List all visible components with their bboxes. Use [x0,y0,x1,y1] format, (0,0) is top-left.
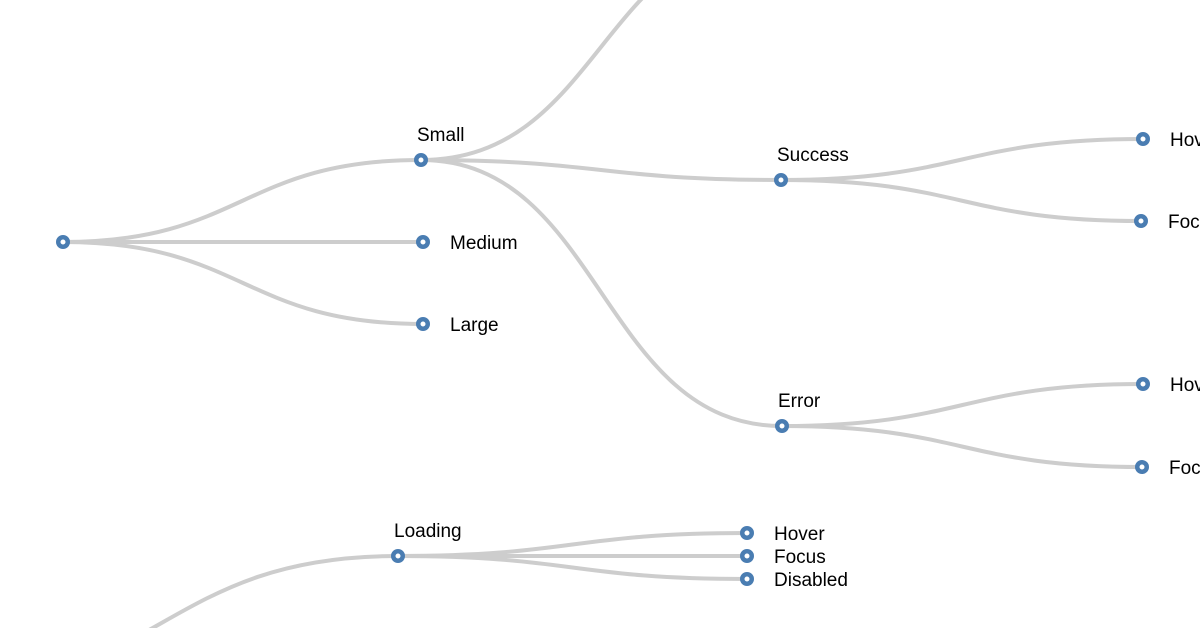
tree-node-loading-disabled[interactable] [740,572,754,586]
tree-node-label-success: Success [777,145,849,166]
tree-node-success[interactable] [774,173,788,187]
tree-link-loading-loading-disabled [397,554,748,581]
tree-node-success-focus[interactable] [1134,214,1148,228]
tree-link-error-error-hover [781,382,1144,428]
tree-node-label-error-focus: Focus [1169,458,1200,479]
tree-node-label-small: Small [417,125,465,146]
tree-node-loading-focus[interactable] [740,549,754,563]
tree-node-loading[interactable] [391,549,405,563]
tree-node-label-loading: Loading [394,521,462,542]
tree-node-error-hover[interactable] [1136,377,1150,391]
tree-link-success-success-hover [780,137,1144,182]
tree-node-medium[interactable] [416,235,430,249]
tree-node-label-success-hover: Hover [1170,130,1200,151]
tree-link-small-success [420,158,782,182]
tree-node-label-success-focus: Focus [1168,212,1200,233]
tree-node-loading-hover[interactable] [740,526,754,540]
tree-node-large[interactable] [416,317,430,331]
tree-node-label-error-hover: Hover [1170,375,1200,396]
tree-node-label-loading-focus: Focus [774,547,826,568]
tree-link-offscreen-parent-loading [148,554,399,628]
tree-node-root[interactable] [56,235,70,249]
tree-node-error[interactable] [775,419,789,433]
tree-node-success-hover[interactable] [1136,132,1150,146]
tree-node-label-loading-hover: Hover [774,524,825,545]
tree-node-label-error: Error [778,391,821,412]
tree-link-small-error [420,158,783,428]
tree-node-label-large: Large [450,315,499,336]
tree-link-root-large [62,240,424,326]
tree-link-small-offscreen-top [420,0,644,162]
tree-node-label-loading-disabled: Disabled [774,570,848,591]
tree-link-success-success-focus [780,178,1142,223]
tree-link-root-small [62,158,422,244]
tree-node-small[interactable] [414,153,428,167]
tree-link-error-error-focus [781,424,1143,469]
tree-node-error-focus[interactable] [1135,460,1149,474]
tree-node-label-medium: Medium [450,233,518,254]
